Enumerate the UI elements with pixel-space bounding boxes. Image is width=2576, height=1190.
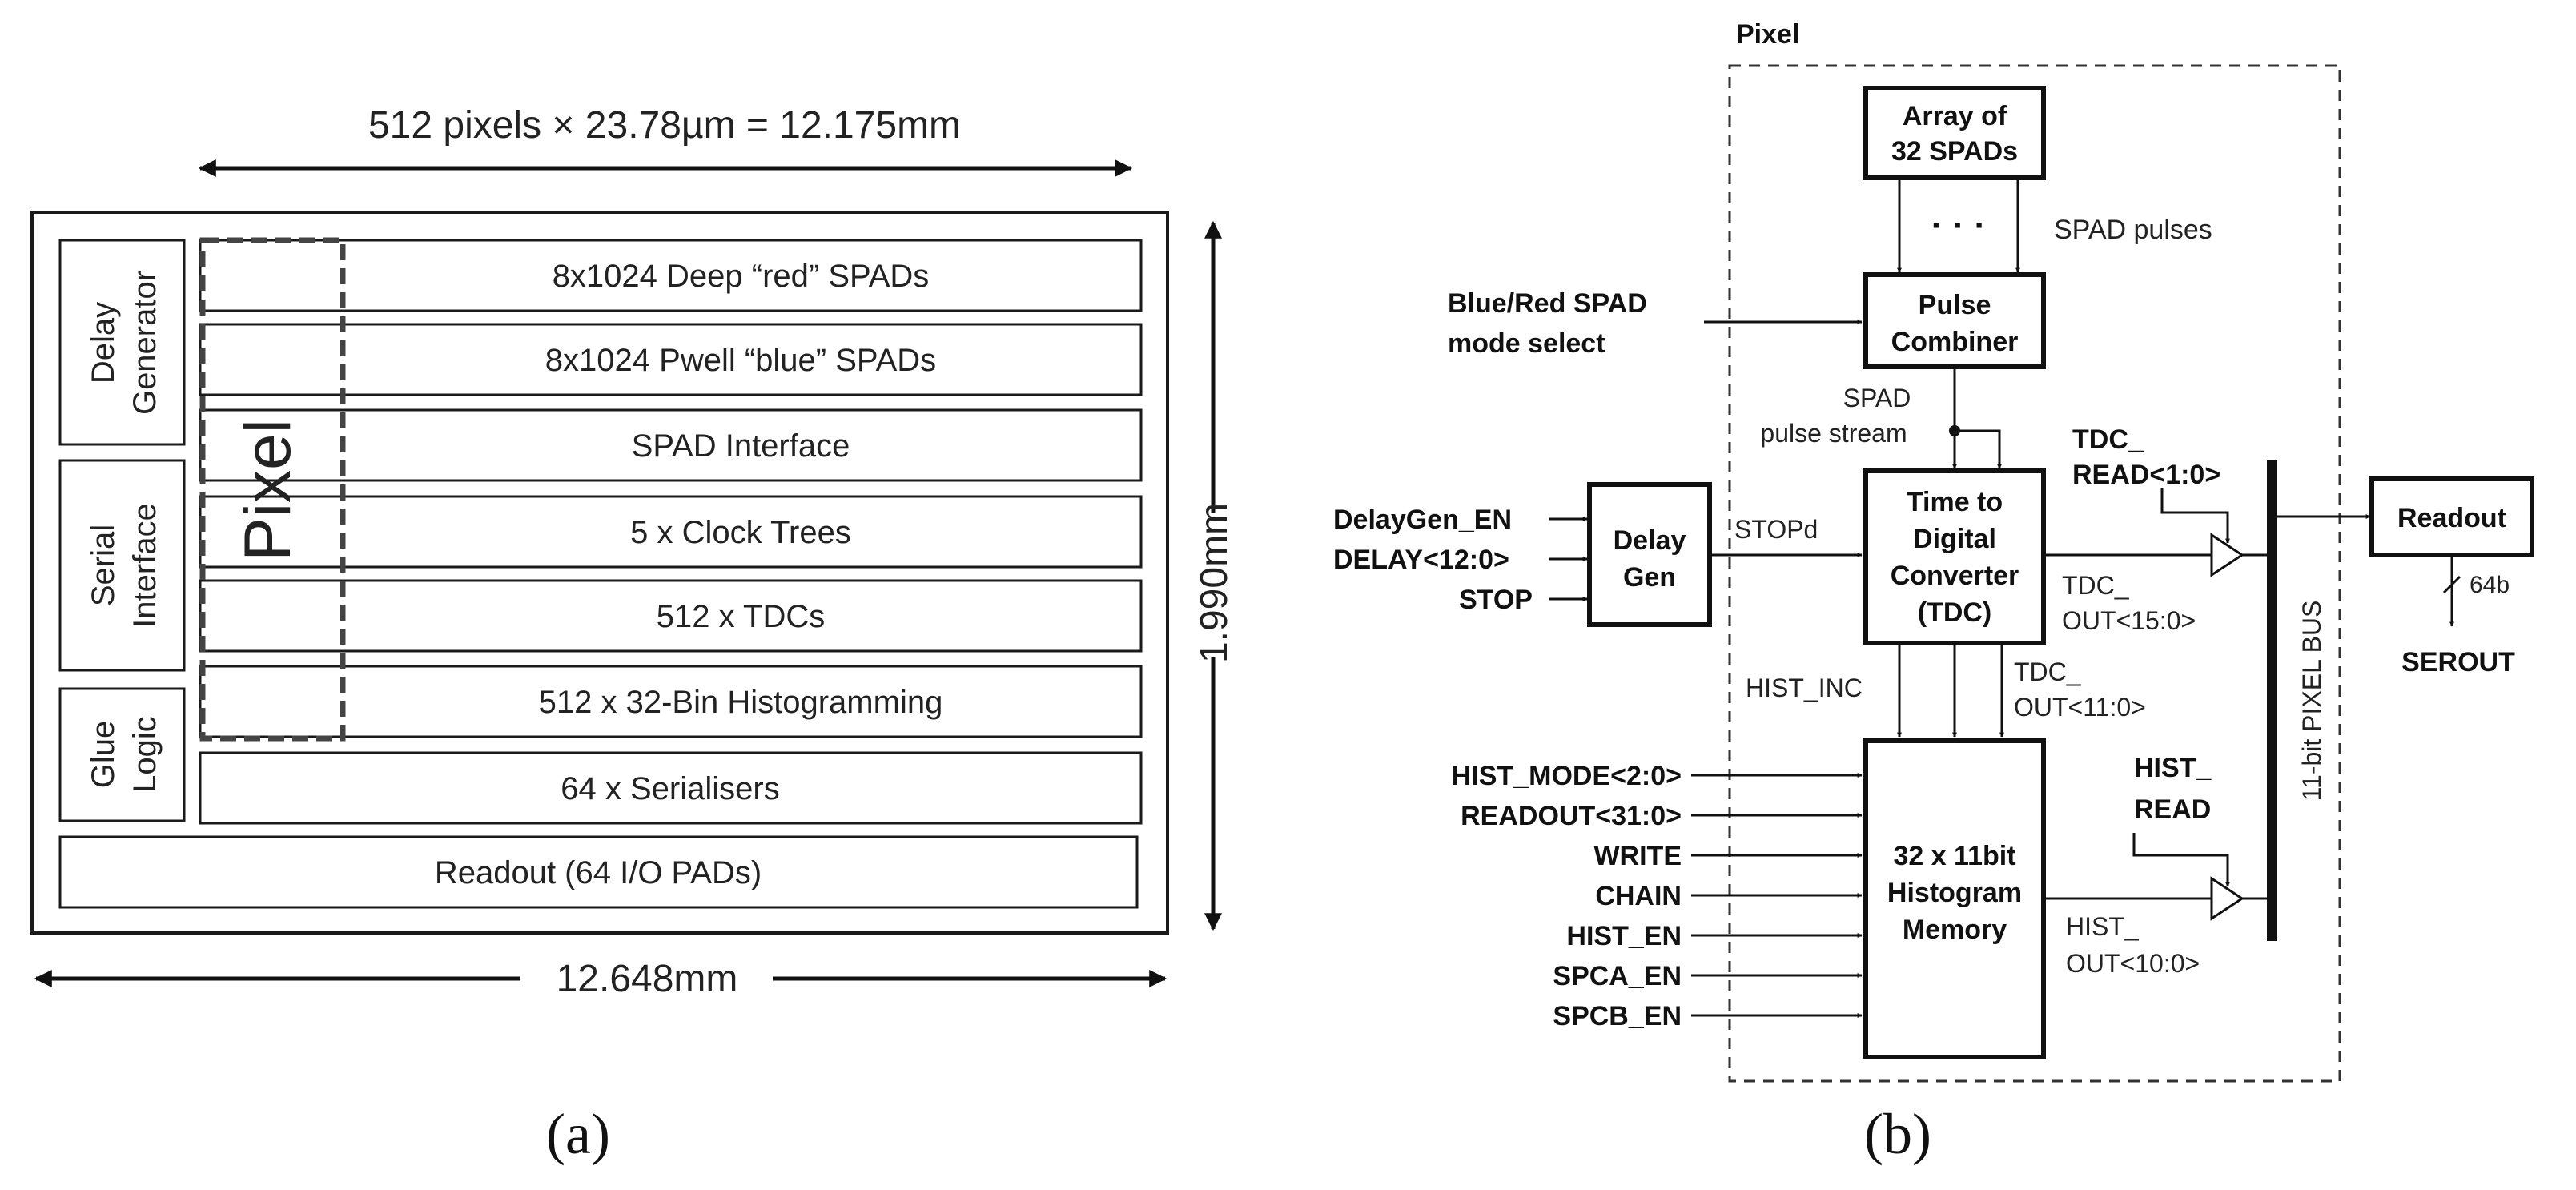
row-label: 5 x Clock Trees: [630, 515, 851, 550]
chip-width-label: 12.648mm: [557, 958, 738, 1000]
input-stop: STOP: [1459, 585, 1533, 615]
row-label: 8x1024 Pwell “blue” SPADs: [545, 343, 936, 378]
pixel-boundary-label: Pixel: [1736, 19, 1799, 50]
delay-gen-block: Delay Gen: [1587, 482, 1712, 627]
tdc-read-label-1: TDC_: [2072, 424, 2144, 455]
pulse-combiner-label-2: Combiner: [1891, 327, 2019, 357]
row-histogramming: 512 x 32-Bin Histogramming: [199, 665, 1143, 738]
row-readout: Readout (64 I/O PADs): [58, 835, 1139, 909]
hist-buffer: [2210, 876, 2244, 921]
pixel-label: Pixel: [231, 419, 304, 561]
pixel-bus-label: 11-bit PIXEL BUS: [2297, 601, 2326, 802]
mode-select-label-1: Blue/Red SPAD: [1448, 288, 1647, 319]
hist-mem-label-1: 32 x 11bit: [1893, 841, 2015, 871]
height-label-gap: [1193, 513, 1233, 657]
pulse-combiner-block: Pulse Combiner: [1863, 272, 2046, 369]
input-write: WRITE: [1593, 841, 1682, 871]
histogram-memory-block: 32 x 11bit Histogram Memory: [1863, 738, 2046, 1059]
tdc-label-1: Time to: [1907, 487, 2003, 517]
tdc-buffer: [2210, 533, 2244, 577]
mode-select-label-2: mode select: [1448, 328, 1605, 359]
height-dimension-label: 1.990mm: [1193, 503, 1236, 663]
bus-width-slash: [2442, 575, 2461, 594]
panel-b: Pixel Array of 32 SPADs · · · SPAD pulse…: [1333, 19, 2534, 1166]
width-dimension-label: 512 pixels × 23.78µm = 12.175mm: [368, 104, 961, 147]
input-delay: DELAY<12:0>: [1333, 545, 1509, 575]
pulse-combiner-label-1: Pulse: [1919, 290, 1991, 320]
hist-inc-label: HIST_INC: [1746, 673, 1863, 702]
caption-b: (b): [1864, 1102, 1931, 1166]
delay-generator-block: Delay Generator: [58, 239, 186, 446]
row-spad-interface: SPAD Interface: [199, 408, 1143, 482]
spad-stream-label-2: pulse stream: [1760, 419, 1907, 448]
spad-pulses-label: SPAD pulses: [2054, 215, 2212, 245]
spad-array-label-1: Array of: [1903, 101, 2007, 131]
hist-read-label-1: HIST_: [2134, 753, 2212, 783]
input-spcb-en: SPCB_EN: [1553, 1001, 1682, 1031]
hist-read-label-2: READ: [2134, 794, 2211, 825]
tdc-label-4: (TDC): [1918, 597, 1992, 628]
row-label: 512 x TDCs: [657, 599, 825, 634]
glue-logic-label-2: Logic: [127, 716, 163, 793]
delay-gen-label-1: Delay: [1614, 525, 1686, 556]
pixel-boundary: [1728, 64, 2341, 1083]
glue-logic-block: Glue Logic: [58, 687, 186, 822]
row-label: 512 x 32-Bin Histogramming: [539, 685, 943, 720]
row-label: 64 x Serialisers: [561, 771, 779, 806]
hist-inputs: HIST_MODE<2:0> READOUT<31:0> WRITE CHAIN…: [1452, 761, 1863, 1031]
glue-logic-label-1: Glue: [86, 721, 121, 789]
spad-stream-label-1: SPAD: [1843, 384, 1911, 412]
spad-ellipsis: · · ·: [1931, 206, 1986, 245]
tdc-out2-label-2: OUT<11:0>: [2014, 693, 2146, 722]
row-label: 8x1024 Deep “red” SPADs: [553, 259, 930, 294]
serial-interface-label-2: Interface: [127, 503, 163, 628]
row-blue-spads: 8x1024 Pwell “blue” SPADs: [199, 323, 1143, 396]
spad-array-label-2: 32 SPADs: [1891, 136, 2018, 167]
readout-block: Readout: [2369, 476, 2534, 557]
hist-out-label-1: HIST_: [2066, 912, 2140, 941]
caption-a: (a): [546, 1102, 610, 1166]
tdc-read-wire: [2160, 488, 2230, 544]
tdc-label-2: Digital: [1913, 524, 1996, 554]
tdc-block: Time to Digital Converter (TDC): [1863, 468, 2046, 645]
hist-mem-label-2: Histogram: [1887, 878, 2022, 908]
bus-width-label: 64b: [2470, 572, 2510, 598]
input-delaygen-en: DelayGen_EN: [1333, 505, 1512, 535]
serial-interface-label-1: Serial: [86, 525, 121, 606]
delay-gen-label-2: Gen: [1623, 562, 1676, 593]
tdc-read-label-2: READ<1:0>: [2072, 460, 2220, 490]
serout-label: SEROUT: [2401, 647, 2515, 677]
panel-a: 512 pixels × 23.78µm = 12.175mm 1.990mm …: [30, 104, 1236, 1166]
readout-label: Readout: [2397, 503, 2506, 533]
pixel-outline: [199, 237, 346, 742]
stream-branch-wire: [1955, 429, 2002, 469]
readout-row-label: Readout (64 I/O PADs): [435, 855, 762, 890]
input-chain: CHAIN: [1595, 881, 1682, 911]
row-tdcs: 512 x TDCs: [199, 579, 1143, 653]
tdc-out2-label-1: TDC_: [2014, 657, 2082, 686]
input-readout: READOUT<31:0>: [1461, 801, 1682, 831]
row-serialisers: 64 x Serialisers: [199, 751, 1143, 825]
pixel-bus: [2267, 460, 2277, 941]
hist-read-wire: [2132, 833, 2230, 887]
delay-generator-label-1: Delay: [86, 302, 121, 384]
row-label: SPAD Interface: [632, 428, 850, 464]
serial-interface-block: Serial Interface: [58, 459, 186, 672]
row-clock-trees: 5 x Clock Trees: [199, 495, 1143, 569]
hist-mem-label-3: Memory: [1903, 915, 2007, 945]
input-hist-en: HIST_EN: [1566, 921, 1682, 951]
tdc-out-label-2: OUT<15:0>: [2062, 606, 2196, 635]
delay-generator-label-2: Generator: [127, 271, 163, 415]
tdc-out-label-1: TDC_: [2062, 571, 2130, 600]
hist-out-label-2: OUT<10:0>: [2066, 949, 2200, 978]
stopd-label: STOPd: [1734, 515, 1818, 544]
input-spca-en: SPCA_EN: [1553, 961, 1682, 991]
spad-array-block: Array of 32 SPADs: [1863, 86, 2046, 180]
input-hist-mode: HIST_MODE<2:0>: [1452, 761, 1682, 791]
tdc-label-3: Converter: [1891, 561, 2019, 591]
